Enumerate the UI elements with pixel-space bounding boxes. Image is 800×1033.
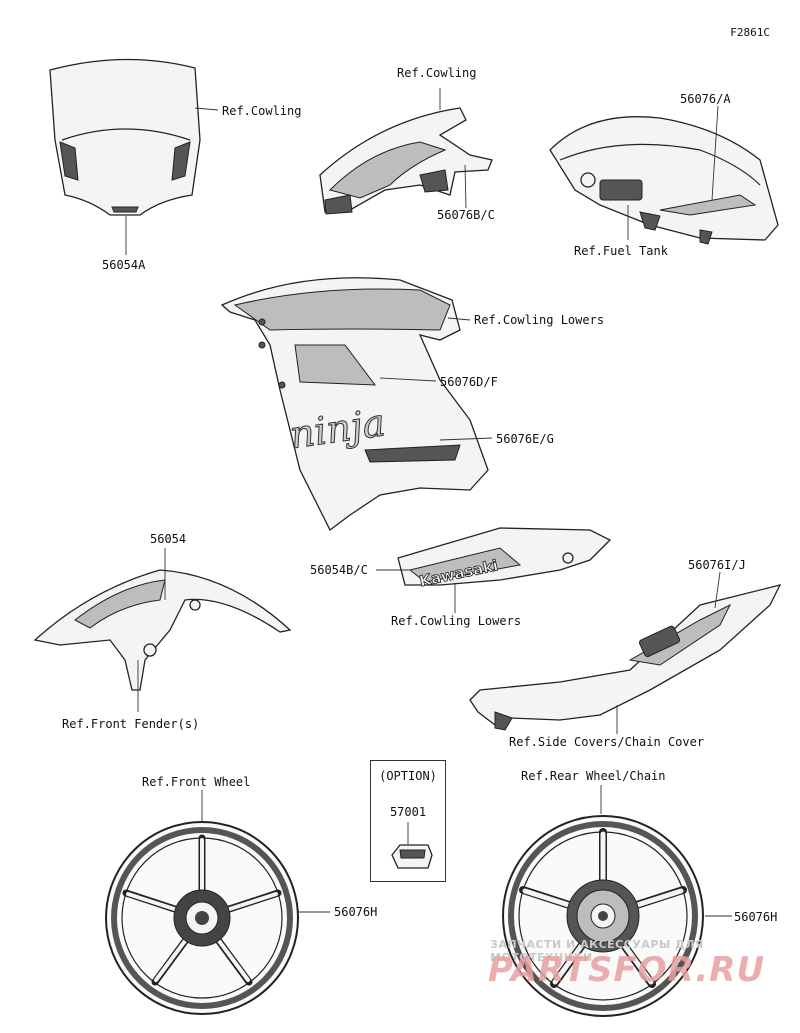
tank-ref-label[interactable]: Ref.Fuel Tank [574,244,668,258]
side-part-1-leader [379,377,437,382]
fender-ref-label[interactable]: Ref.Front Fender(s) [62,717,200,731]
watermark-tagline: ЗАПЧАСТИ И АКСЕССУАРЫ ДЛЯ МОТОТЕХНИКИ [490,938,705,964]
rear-wheel-part-number[interactable]: 56076H [734,910,778,924]
tail-part-leader [714,571,721,609]
rear-wheel-ref-label[interactable]: Ref.Rear Wheel/Chain [521,769,666,783]
side-part-2-leader [439,437,493,441]
tank-part-leader [711,105,719,201]
tank-part-number[interactable]: 56076/A [680,92,731,106]
tail-part-number[interactable]: 56076I/J [688,558,746,572]
front-fender-part[interactable] [33,569,292,691]
tail-ref-label[interactable]: Ref.Side Covers/Chain Cover [509,735,705,749]
under-cowl-part[interactable]: Kawasaki [397,527,612,591]
option-title: (OPTION) [379,769,437,783]
upper-cowl-ref-label[interactable]: Ref.Cowling [397,66,477,80]
side-fairing-part[interactable]: ninja [220,277,489,531]
front-wheel-ref-label[interactable]: Ref.Front Wheel [142,775,251,789]
side-part-number-1[interactable]: 56076D/F [440,375,498,389]
figure-id: F2861C [730,26,770,39]
tail-cover-part[interactable] [469,584,782,731]
lower-part-number[interactable]: 56054B/C [310,563,368,577]
option-part-number[interactable]: 57001 [389,805,427,819]
windshield-part-number[interactable]: 56054A [102,258,146,272]
front-wheel-part[interactable] [105,821,299,1015]
windshield-ref-label[interactable]: Ref.Cowling [222,104,302,118]
upper-cowl-part[interactable] [319,107,493,215]
fuel-tank-part[interactable] [549,116,779,245]
cowl-lower-ref-leader [447,317,471,321]
watermark-logo: PARTSFOR.RU [488,950,766,990]
upper-cowl-part-leader [464,164,467,209]
fender-part-number[interactable]: 56054 [150,532,187,546]
upper-cowl-part-number[interactable]: 56076B/C [437,208,495,222]
option-clip-part[interactable] [391,844,433,869]
cowl-lower-ref-label[interactable]: Ref.Cowling Lowers [474,313,605,327]
windshield-ref-leader [194,107,219,111]
front-wheel-part-number[interactable]: 56076H [334,905,378,919]
option-box: (OPTION) 57001 [370,760,446,882]
side-part-number-2[interactable]: 56076E/G [496,432,554,446]
windshield-part[interactable] [49,58,201,216]
lower-ref-label[interactable]: Ref.Cowling Lowers [391,614,522,628]
rear-wheel-part[interactable] [502,815,704,1017]
